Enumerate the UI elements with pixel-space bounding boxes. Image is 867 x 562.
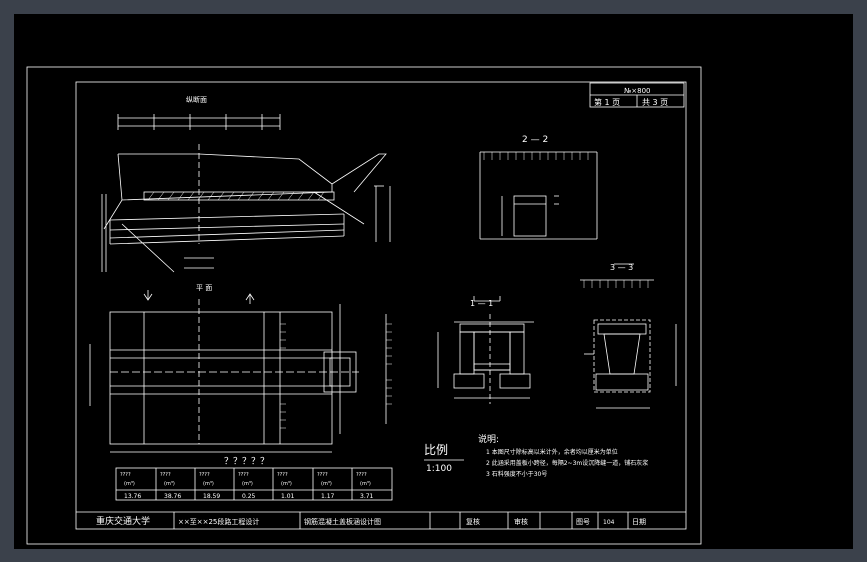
- course-name: ××至××25段路工程设计: [178, 517, 259, 526]
- qty-value-3: 18.59: [203, 493, 220, 500]
- qty-value-5: 1.01: [281, 493, 295, 500]
- scale-value: 1:100: [426, 464, 452, 474]
- qty-value-2: 38.76: [164, 493, 181, 500]
- notes-heading: 说明:: [478, 433, 499, 445]
- title-block-grid: [76, 511, 686, 529]
- note-2: 2 此涵采用盖板小跨径，每隔2~3m设沉降缝一道，铺石灰浆: [486, 459, 648, 467]
- qty-value-4: 0.25: [242, 493, 256, 500]
- qty-unit-5: (m³): [281, 481, 292, 487]
- qty-header-2: ????: [160, 472, 171, 478]
- longitudinal-section-label: 纵断面: [186, 95, 207, 104]
- qty-unit-6: (m³): [321, 481, 332, 487]
- school-name: 重庆交通大学: [96, 515, 150, 527]
- qty-unit-3: (m³): [203, 481, 214, 487]
- note-1: 1 本图尺寸除标高以米计外，余者均以厘米为单位: [486, 448, 618, 456]
- longitudinal-section-view: [101, 114, 391, 273]
- qty-unit-2: (m³): [164, 481, 175, 487]
- drawing-canvas[interactable]: №×800 第 1 页 共 3 页 纵断面 2 — 2 平 面 1 — 1 3 …: [14, 14, 853, 549]
- qty-header-1: ????: [120, 472, 131, 478]
- figure-no: 104: [603, 519, 615, 526]
- note-3: 3 石料强度不小于30号: [486, 470, 547, 478]
- qty-header-3: ????: [199, 472, 210, 478]
- drawing-svg: №×800 第 1 页 共 3 页 纵断面 2 — 2 平 面 1 — 1 3 …: [26, 66, 702, 545]
- plan-view-label: 平 面: [196, 284, 212, 292]
- plan-view: [89, 290, 392, 453]
- qty-unit-7: (m³): [360, 481, 371, 487]
- outer-border: [26, 66, 702, 545]
- quantity-table-grid: [115, 467, 393, 501]
- drawing-title: 钢筋混凝土盖板涵设计图: [304, 517, 381, 526]
- qty-value-6: 1.17: [321, 493, 335, 500]
- section-1-1-view: [437, 296, 534, 404]
- qty-header-4: ????: [238, 472, 249, 478]
- qty-unit-4: (m³): [242, 481, 253, 487]
- sheet-current: 第 1 页: [594, 97, 620, 107]
- quantity-table-title: ？？？？？: [224, 457, 269, 467]
- qty-value-7: 3.71: [360, 493, 374, 500]
- date-label: 日期: [632, 518, 646, 526]
- section-2-2-view: [479, 151, 598, 240]
- inner-border: [75, 81, 687, 530]
- drawing-no-box: №×800: [624, 87, 651, 95]
- section-3-3-label: 3 — 3: [610, 263, 633, 272]
- section-3-3-view: [580, 263, 677, 409]
- section-1-1-label: 1 — 1: [470, 299, 493, 308]
- sheet-total: 共 3 页: [642, 98, 668, 107]
- section-2-2-label: 2 — 2: [522, 135, 548, 145]
- scale-label: 比例: [424, 443, 448, 457]
- qty-header-7: ????: [356, 472, 367, 478]
- qty-unit-1: (m³): [124, 481, 135, 487]
- figure-no-label: 图号: [576, 518, 590, 526]
- qty-header-6: ????: [317, 472, 328, 478]
- qty-value-1: 13.76: [124, 493, 141, 500]
- qty-header-5: ????: [277, 472, 288, 478]
- audit-label: 审核: [514, 517, 528, 526]
- review-label: 复核: [466, 517, 480, 526]
